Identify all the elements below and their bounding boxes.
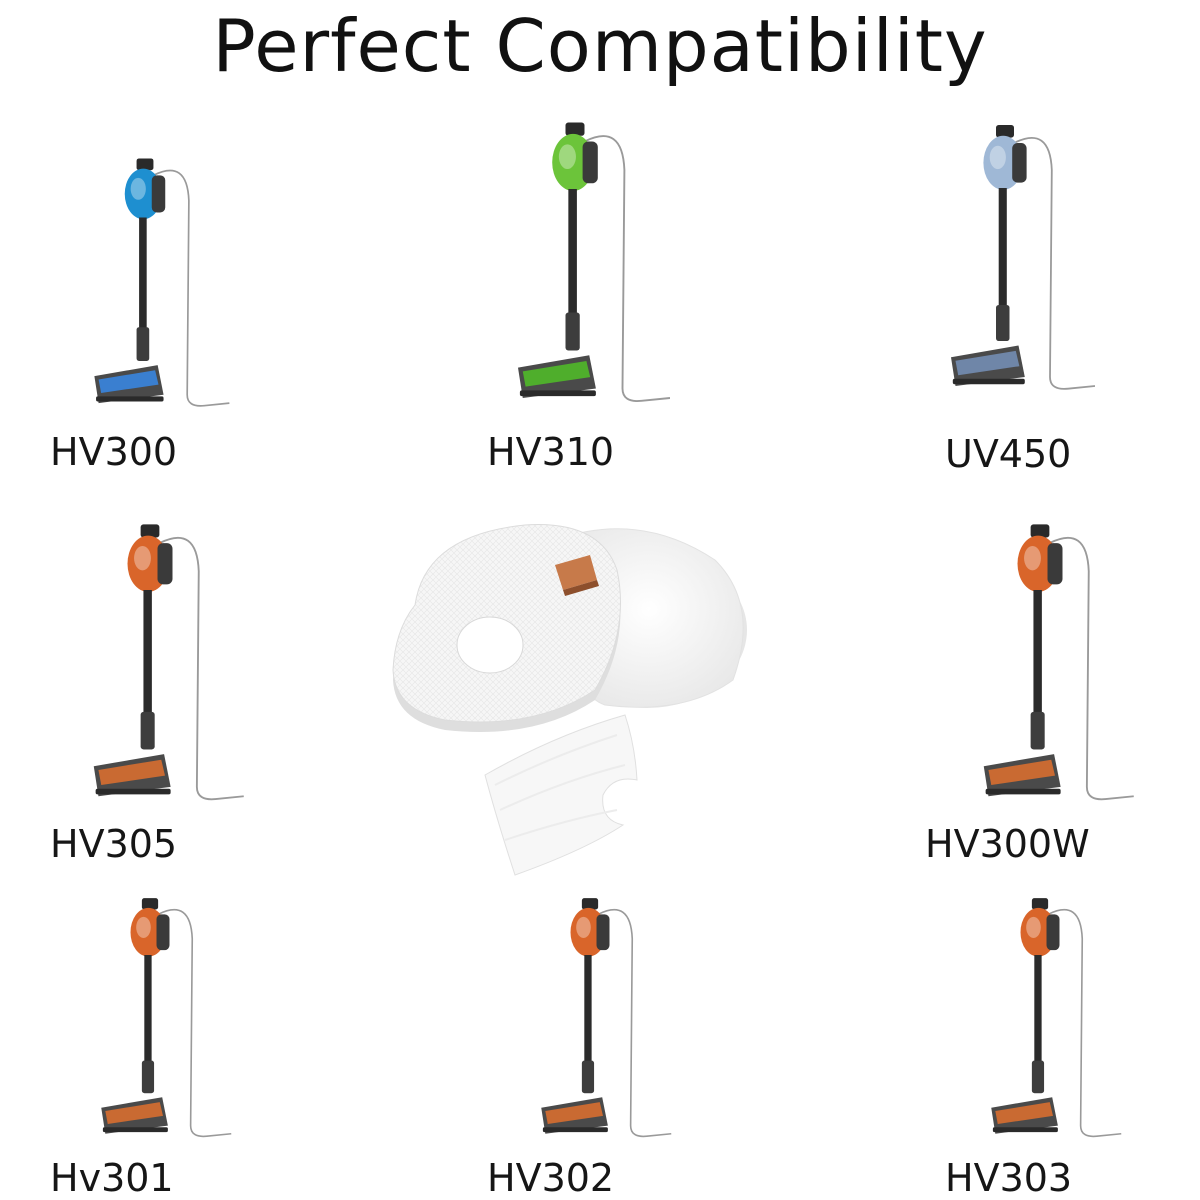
filter-set-image: [385, 520, 755, 884]
model-label-hv310: HV310: [487, 430, 615, 474]
vacuum-image-hv310: [480, 110, 670, 420]
model-label-hv305: HV305: [50, 822, 178, 866]
model-label-hv300w: HV300W: [925, 822, 1090, 866]
vacuum-image-hv300w: [915, 515, 1165, 815]
vacuum-image-uv450: [915, 110, 1095, 410]
filter-tab: [555, 555, 599, 596]
vacuum-image-hv305: [30, 515, 270, 815]
vacuum-image-hv302: [480, 890, 700, 1150]
model-label-uv450: UV450: [945, 432, 1072, 476]
vacuum-image-hv300: [60, 150, 230, 420]
model-label-hv303: HV303: [945, 1156, 1073, 1200]
page-title: Perfect Compatibility: [212, 4, 988, 88]
felt-filter: [484, 714, 638, 876]
vacuum-image-hv303: [930, 890, 1150, 1150]
model-label-hv302: HV302: [487, 1156, 615, 1200]
model-label-hv300: HV300: [50, 430, 178, 474]
vacuum-image-hv301: [40, 890, 260, 1150]
foam-filter-front: [392, 524, 621, 732]
model-label-hv301: Hv301: [50, 1156, 174, 1200]
